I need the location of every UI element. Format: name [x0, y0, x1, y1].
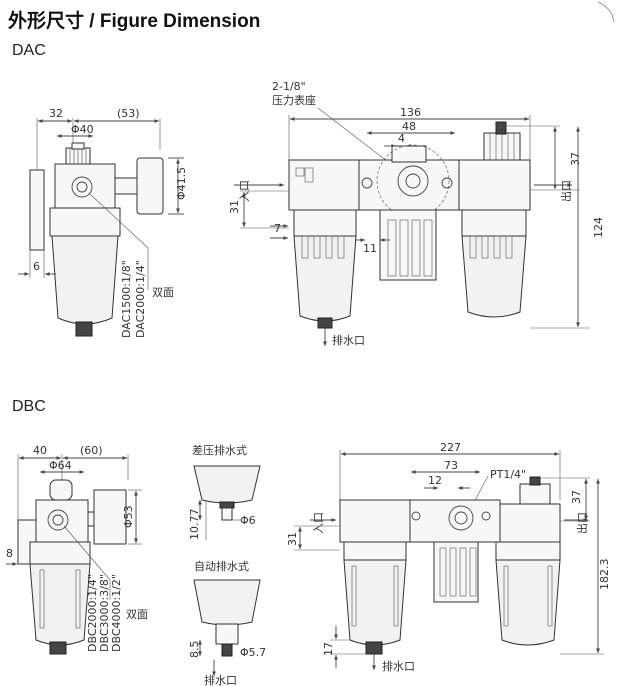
dac-combo-lubricator-bowl — [461, 235, 527, 318]
dbc-combo-regulator-body — [409, 499, 501, 543]
dac-dim-32: 32 — [49, 107, 63, 120]
dbc-dim-1823: 182.3 — [598, 559, 611, 591]
dbc-auto-drain-bowl — [193, 579, 261, 626]
dac-combo-gauge-port — [397, 165, 429, 197]
dac-gauge-seat: 压力表座 — [272, 93, 316, 107]
dbc-port-pt14: PT1/4" — [490, 468, 526, 481]
dac-double-face: 双面 — [152, 286, 174, 299]
dac-combo-regulator-body — [358, 159, 460, 211]
dac-dim-53: (53) — [117, 107, 140, 120]
dac-bracket — [29, 169, 45, 251]
dbc-dim-227: 227 — [440, 441, 461, 454]
corner-mark — [597, 1, 615, 23]
dbc-dim-phi64: Φ64 — [49, 459, 72, 472]
dbc-outlet: 出口 — [575, 512, 589, 534]
dac-dim-4: 4 — [398, 132, 405, 145]
dac-gauge-port: 2-1/8" — [272, 80, 306, 93]
dac-port-note-1: DAC1500:1/8" — [120, 260, 133, 338]
dac-dim-7: 7 — [274, 222, 281, 235]
dac-dim-6: 6 — [33, 260, 40, 273]
dac-single-body — [54, 163, 116, 209]
dbc-dim-12: 12 — [428, 474, 442, 487]
dbc-dim-40: 40 — [33, 444, 47, 457]
dbc-combo-drain: 排水口 — [382, 659, 415, 673]
dac-combo-filter-body — [288, 159, 360, 211]
dbc-dim-phi53: Φ53 — [122, 505, 135, 528]
dbc-diff-drain-title: 差压排水式 — [192, 443, 247, 457]
dbc-single-gauge — [93, 489, 127, 545]
dbc-single-bowl — [29, 563, 91, 646]
dbc-drain-details: 差压排水式 10.77 Φ6 自动排水式 8.5 Φ5.7 排水口 — [188, 443, 266, 686]
dbc-single-unit: 40 (60) Φ64 Φ53 8 DBC2000:1/4" DBC3000:3… — [6, 444, 148, 655]
dbc-auto-drain-title: 自动排水式 — [194, 559, 249, 573]
dac-dim-phi415: Φ41.5 — [175, 167, 188, 200]
dac-outlet: 出口 — [559, 180, 573, 202]
dbc-single-port — [47, 509, 69, 531]
dbc-combo-gauge-port — [448, 505, 474, 531]
dbc-port-note-2: DBC3000:3/8" — [98, 574, 111, 652]
page-title: 外形尺寸 / Figure Dimension — [8, 11, 261, 32]
dac-dim-11: 11 — [363, 242, 377, 255]
dbc-dim-31: 31 — [286, 532, 299, 546]
dac-port-note-2: DAC2000:1/4" — [134, 260, 147, 338]
dac-combo-lubricator-body — [458, 159, 531, 211]
dac-single-drain — [75, 321, 93, 337]
dbc-double-face: 双面 — [126, 608, 148, 621]
dac-drain: 排水口 — [332, 333, 365, 347]
dbc-detail-drain: 排水口 — [204, 673, 237, 686]
dbc-dim-8: 8 — [6, 547, 13, 560]
dbc-combo-unit: 227 73 12 PT1/4" 37 入口 出口 31 — [286, 441, 611, 673]
dbc-dim-85: 8.5 — [188, 641, 201, 659]
dac-single-gauge — [136, 157, 164, 215]
dac-dim-48: 48 — [402, 120, 416, 133]
dbc-dim-phi57: Φ5.7 — [240, 646, 266, 659]
dbc-dim-1077: 10.77 — [188, 509, 201, 541]
dbc-combo-filter-bowl — [343, 559, 407, 646]
dbc-dim-17: 17 — [322, 642, 335, 656]
dbc-section-label: DBC — [12, 398, 46, 415]
dbc-dim-phi6: Φ6 — [240, 514, 256, 527]
dbc-single-drain — [49, 641, 67, 655]
dbc-inlet: 入口 — [312, 512, 325, 534]
dbc-diff-drain-bowl — [193, 465, 261, 504]
dbc-combo-lubricator-bowl — [495, 559, 561, 646]
dac-single-bowl — [51, 235, 119, 325]
dac-section-label: DAC — [12, 42, 46, 59]
dac-dim-31: 31 — [228, 200, 241, 214]
dac-single-port — [71, 176, 93, 198]
dbc-combo-filter-body — [339, 499, 411, 543]
dbc-port-note-1: DBC2000:1/4" — [86, 574, 99, 652]
dac-dim-37: 37 — [569, 152, 582, 166]
dbc-dim-37: 37 — [570, 490, 583, 504]
dac-dim-124: 124 — [592, 217, 605, 238]
dac-combo-unit: 2-1/8" 压力表座 136 48 4 37 124 — [228, 80, 605, 347]
dbc-single-body — [35, 499, 89, 543]
dbc-dim-73: 73 — [444, 459, 458, 472]
dac-single-unit: 32 (53) Φ40 Φ41.5 6 — [18, 107, 188, 338]
dbc-knob — [49, 479, 73, 501]
dbc-combo-lubricator-body — [499, 503, 561, 543]
dbc-port-note-3: DBC4000:1/2" — [110, 574, 123, 652]
dbc-combo-lubricator-cap — [519, 483, 551, 505]
dac-combo-filter-bowl — [293, 235, 357, 322]
dac-dim-136: 136 — [400, 106, 421, 119]
dbc-dim-60: (60) — [80, 444, 103, 457]
dac-dim-phi40: Φ40 — [71, 123, 94, 136]
